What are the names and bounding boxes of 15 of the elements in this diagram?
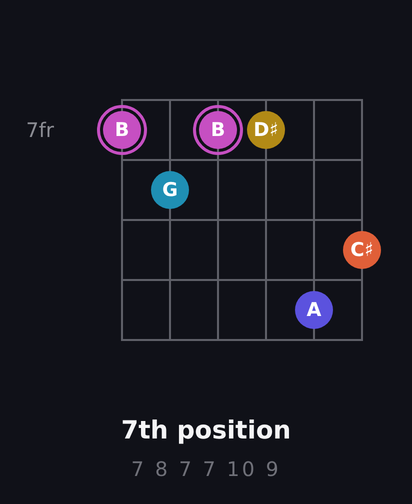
root-note-marker — [97, 105, 147, 155]
note-name: C♯ — [350, 240, 374, 260]
root-note-marker — [193, 105, 243, 155]
chart-title: 7th position — [121, 418, 291, 442]
note-name: D♯ — [254, 120, 278, 140]
fret-numbers-caption: 7 8 7 7 10 9 — [131, 459, 281, 479]
note-marker — [295, 291, 333, 329]
note-name: G — [162, 180, 178, 200]
note-name: A — [306, 300, 322, 320]
note-name: B — [114, 120, 130, 140]
note-marker — [343, 231, 381, 269]
note-marker — [247, 111, 285, 149]
fret-position-label: 7fr — [26, 120, 54, 140]
note-marker — [151, 171, 189, 209]
note-name: B — [210, 120, 226, 140]
